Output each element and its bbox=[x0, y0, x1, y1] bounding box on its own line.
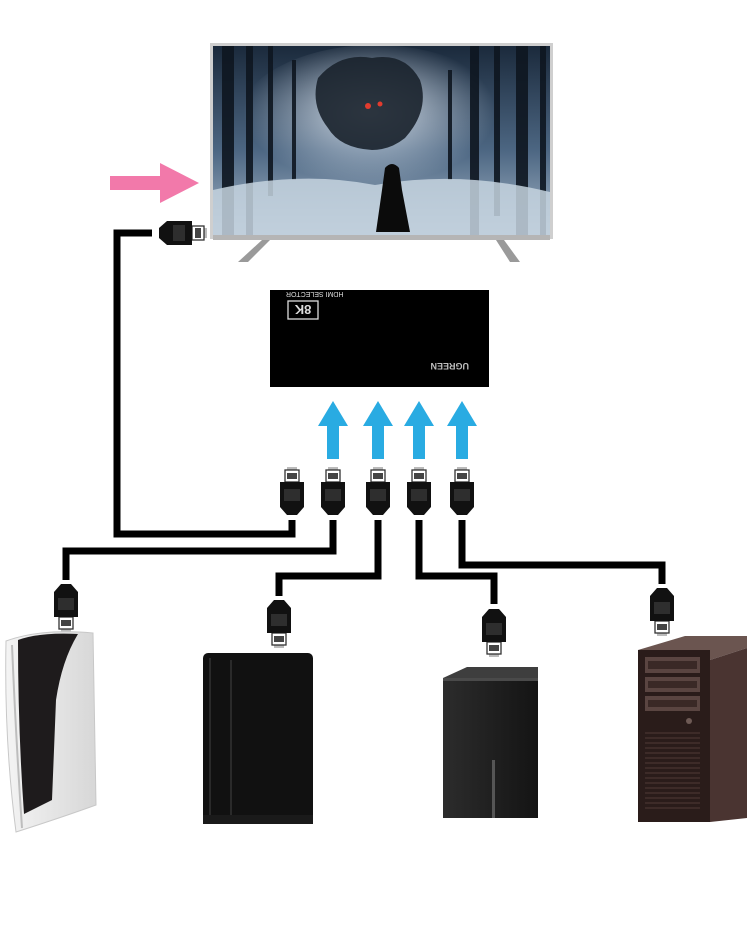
vent-line bbox=[645, 752, 700, 754]
hub-input-plug-2-icon bbox=[365, 466, 391, 516]
arrow-up-icon bbox=[447, 401, 477, 459]
tv-hdmi-plug-icon bbox=[158, 220, 208, 246]
tv-output-cable bbox=[113, 229, 296, 538]
vent-line bbox=[645, 742, 700, 744]
vent-line bbox=[645, 747, 700, 749]
desktop-pc-tower-icon bbox=[638, 636, 747, 822]
xbox-series-x-icon bbox=[443, 667, 538, 818]
vent-line bbox=[645, 767, 700, 769]
vent-line bbox=[645, 757, 700, 759]
vent-line bbox=[645, 777, 700, 779]
ps4-console-icon bbox=[203, 653, 313, 824]
vent-line bbox=[645, 797, 700, 799]
arrow-up-icon bbox=[404, 401, 434, 459]
arrow-up-icon bbox=[363, 401, 393, 459]
arrow-right-icon bbox=[110, 163, 199, 203]
vent-line bbox=[645, 787, 700, 789]
vent-line bbox=[645, 737, 700, 739]
hub-output-plug-icon bbox=[279, 466, 305, 516]
ps4-hdmi-plug-icon bbox=[266, 599, 292, 649]
vent-line bbox=[645, 807, 700, 809]
hdmi-switch-icon: 8K HDMI SELECTOR UGREEN bbox=[270, 290, 489, 387]
hub-logo: UGREEN bbox=[430, 361, 469, 371]
vent-line bbox=[645, 792, 700, 794]
xbox-input-cable bbox=[415, 520, 498, 604]
arrow-up-icon bbox=[318, 401, 348, 459]
hub-label: HDMI SELECTOR bbox=[286, 290, 343, 297]
vent-line bbox=[645, 802, 700, 804]
vent-line bbox=[645, 732, 700, 734]
vent-line bbox=[645, 782, 700, 784]
ps5-input-cable bbox=[62, 520, 337, 580]
hub-badge: 8K bbox=[294, 302, 311, 317]
pc-input-cable bbox=[458, 520, 666, 584]
ps5-console-icon bbox=[5, 631, 97, 833]
vent-line bbox=[645, 762, 700, 764]
pc-hdmi-plug-icon bbox=[649, 587, 675, 637]
ps5-hdmi-plug-icon bbox=[53, 583, 79, 633]
hub-input-plug-4-icon bbox=[449, 466, 475, 516]
vent-line bbox=[645, 772, 700, 774]
hub-input-plug-1-icon bbox=[320, 466, 346, 516]
ps4-input-cable bbox=[275, 520, 382, 596]
tv-icon bbox=[210, 43, 553, 262]
hub-input-plug-3-icon bbox=[406, 466, 432, 516]
xbox-hdmi-plug-icon bbox=[481, 608, 507, 658]
